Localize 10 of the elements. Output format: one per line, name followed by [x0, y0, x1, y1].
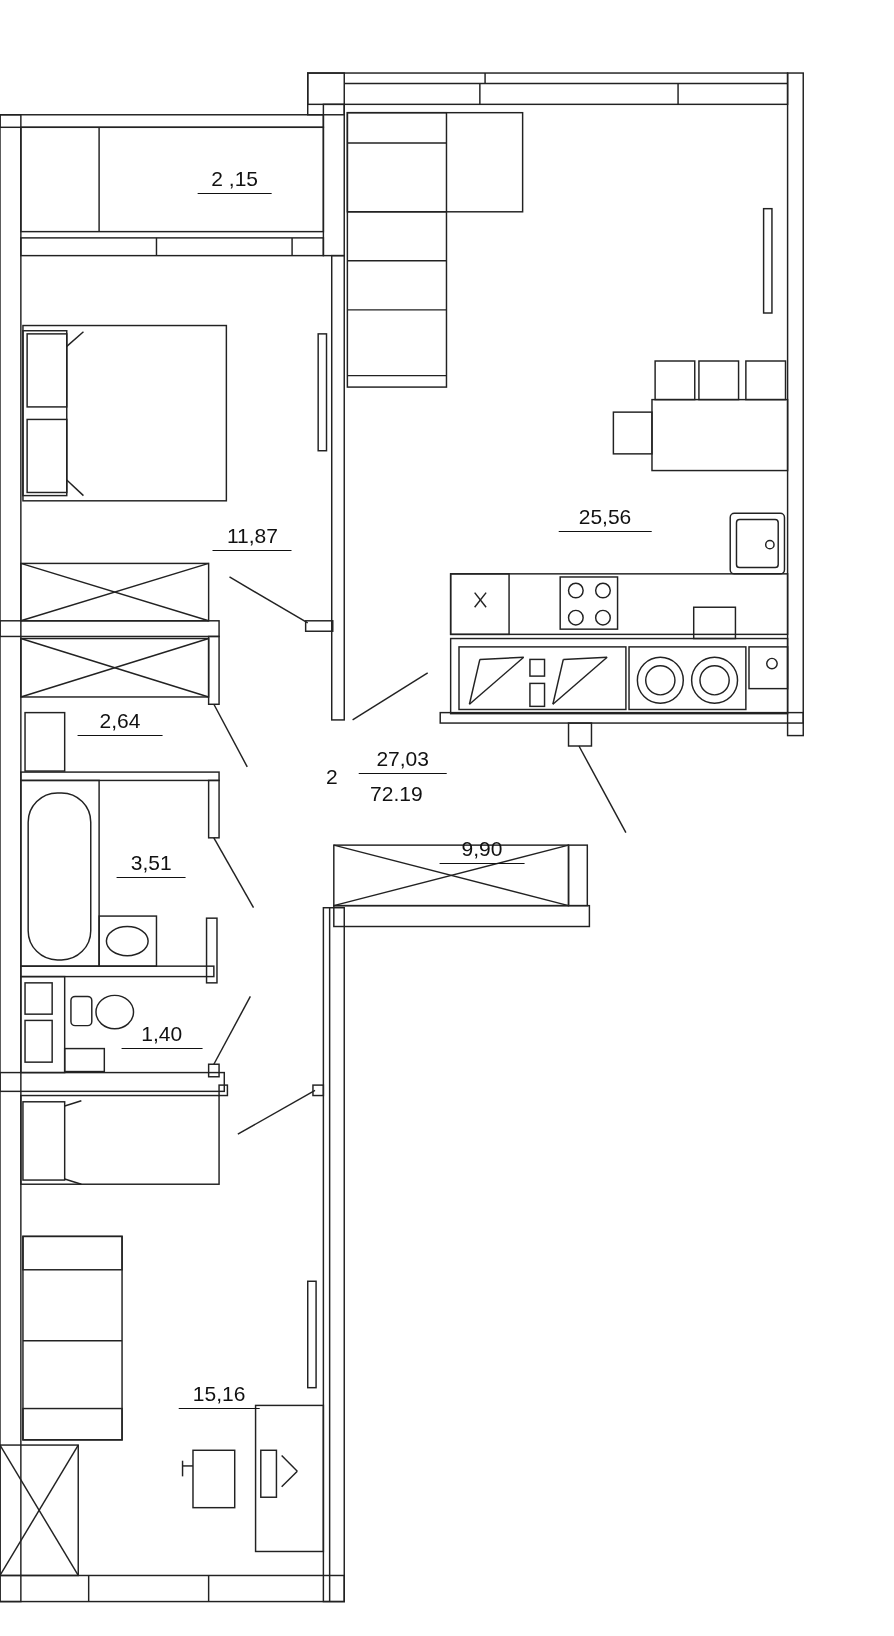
area-label: 1,40	[121, 1022, 203, 1050]
area-label: 25,56	[558, 504, 652, 532]
area-label: 72.19	[370, 782, 423, 808]
area-label: 2 ,15	[197, 166, 273, 194]
area-label: 15,16	[178, 1382, 260, 1410]
area-label: 27,03	[358, 746, 447, 774]
area-label: 2	[325, 764, 338, 790]
area-label: 2,64	[77, 709, 163, 737]
area-label: 11,87	[212, 523, 292, 551]
area-label: 3,51	[116, 851, 186, 879]
